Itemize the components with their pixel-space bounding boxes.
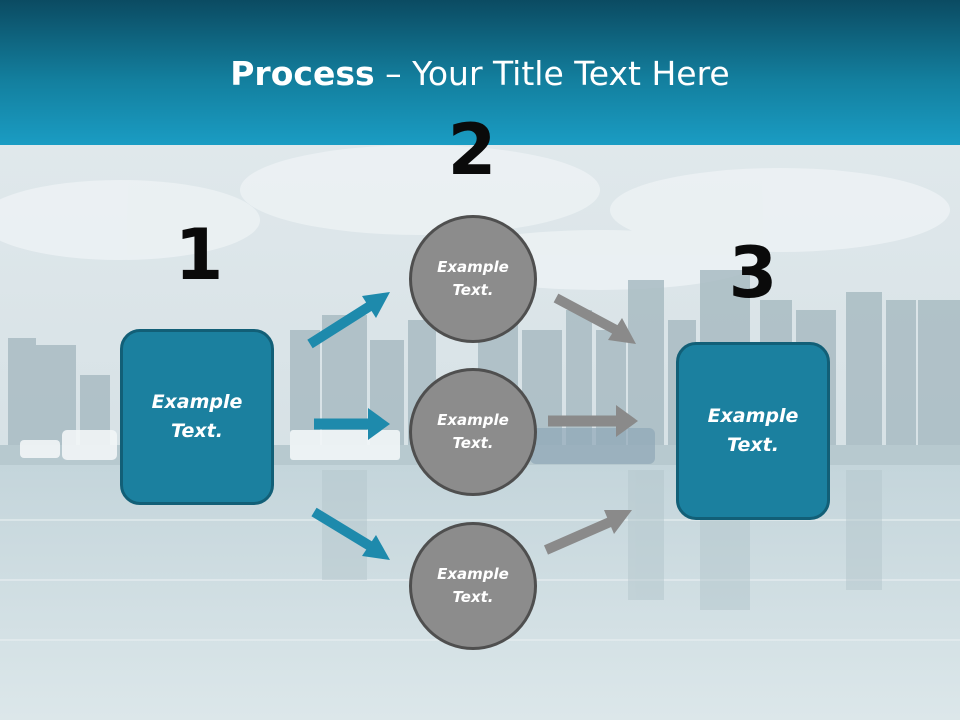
circle-bottom-label: Example Text.: [437, 565, 509, 606]
step-number-3: 3: [728, 232, 778, 314]
step-2-circle-top[interactable]: Example Text.: [409, 215, 537, 343]
circle-middle-label: Example Text.: [437, 411, 509, 452]
slide-title: Process – Your Title Text Here: [0, 52, 960, 96]
step-1-label: Example Text.: [151, 391, 243, 442]
title-banner: [0, 0, 960, 145]
step-number-1: 1: [174, 214, 224, 296]
step-number-2: 2: [447, 109, 497, 191]
step-1-box[interactable]: Example Text.: [120, 329, 274, 505]
step-2-circle-middle[interactable]: Example Text.: [409, 368, 537, 496]
title-bold: Process: [230, 54, 375, 93]
step-3-box[interactable]: Example Text.: [676, 342, 830, 520]
circle-top-label: Example Text.: [437, 258, 509, 299]
title-rest: – Your Title Text Here: [374, 54, 730, 93]
step-3-label: Example Text.: [707, 405, 799, 456]
step-2-circle-bottom[interactable]: Example Text.: [409, 522, 537, 650]
